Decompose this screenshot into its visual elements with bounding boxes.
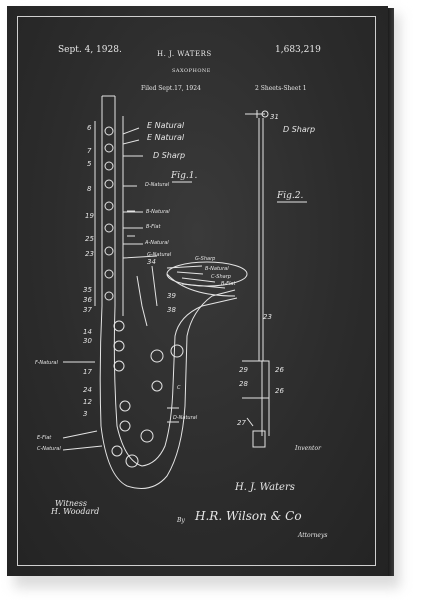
patent-date: Sept. 4, 1928.: [58, 45, 122, 55]
callout-8: 8: [87, 185, 92, 193]
callout-37: 37: [83, 306, 92, 314]
border-frame: [17, 16, 376, 566]
callout-7: 7: [87, 147, 92, 155]
sheet-count: 2 Sheets-Sheet 1: [255, 85, 307, 92]
patent-title: SAXOPHONE: [172, 68, 211, 74]
callout-28: 28: [239, 380, 248, 388]
callout-26-b: 26: [275, 387, 284, 395]
label-c: C: [177, 385, 181, 391]
callout-12: 12: [83, 398, 92, 406]
callout-17: 17: [83, 368, 92, 376]
callout-39: 39: [167, 292, 176, 300]
callout-6: 6: [87, 124, 92, 132]
callout-31: 31: [270, 113, 279, 121]
label-e-natural-1: E Natural: [147, 121, 185, 130]
witness-label: Witness: [55, 499, 87, 508]
label-d-natural-low: D-Natural: [173, 415, 198, 421]
label-b-flat: B-Flat: [146, 224, 161, 230]
callout-38: 38: [167, 306, 176, 314]
label-d-sharp: D Sharp: [153, 151, 186, 160]
label-b-natural-bell: B-Natural: [205, 266, 229, 272]
sax-body-right: [113, 96, 238, 467]
filed-date: Filed Sept.17, 1924: [141, 85, 201, 92]
label-e-flat: E-Flat: [37, 435, 52, 441]
fig2-rod: [258, 118, 264, 361]
callout-36: 36: [83, 296, 92, 304]
fig1-title: Fig.1.: [171, 171, 198, 181]
callout-27: 27: [237, 419, 246, 427]
patent-canvas-print: Sept. 4, 1928. H. J. WATERS 1,683,219 SA…: [7, 6, 388, 576]
label-f-natural: F-Natural: [35, 360, 58, 366]
inventor-signature: H. J. Waters: [235, 482, 295, 493]
label-g-natural: G-Natural: [147, 252, 172, 258]
callout-5: 5: [87, 160, 92, 168]
callout-24: 24: [83, 386, 92, 394]
label-a-natural: A-Natural: [145, 240, 169, 246]
callout-23-fig2: 23: [263, 313, 272, 321]
label-b-natural: B-Natural: [146, 209, 170, 215]
key-stack: [104, 126, 184, 468]
callout-23: 23: [85, 250, 94, 258]
fig2-title: Fig.2.: [277, 191, 304, 201]
label-d-natural: D-Natural: [145, 182, 170, 188]
callout-3: 3: [83, 410, 87, 418]
label-e-natural-2: E Natural: [147, 133, 185, 142]
label-d-sharp-fig2: D Sharp: [283, 125, 316, 134]
label-g-sharp: G-Sharp: [195, 256, 216, 262]
fig2-foot: [252, 430, 266, 448]
callout-35: 35: [83, 286, 92, 294]
callout-14: 14: [83, 328, 92, 336]
label-c-natural-low: C-Natural: [37, 446, 61, 452]
saxophone-drawing: 6 7 5 8 19 25 23 35 36 37 14 30 17 24 12…: [62, 95, 307, 489]
inventor-name: H. J. WATERS: [157, 50, 212, 58]
callout-29: 29: [239, 366, 248, 374]
patent-number: 1,683,219: [275, 45, 321, 55]
sax-body-left: [99, 96, 236, 489]
callout-26-a: 26: [275, 366, 284, 374]
label-b-flat-bell: B-Flat: [221, 281, 236, 287]
by-label: By: [177, 517, 185, 524]
canvas-edge: [388, 8, 394, 576]
inventor-label: Inventor: [295, 445, 321, 452]
attorneys-label: Attorneys: [298, 532, 328, 539]
callout-19: 19: [85, 212, 94, 220]
witness-signature: H. Woodard: [51, 507, 100, 516]
callout-25: 25: [85, 235, 94, 243]
callout-30: 30: [83, 337, 92, 345]
label-c-sharp: C-Sharp: [211, 274, 231, 280]
callout-34: 34: [147, 258, 156, 266]
attorney-signature: H.R. Wilson & Co: [195, 509, 302, 523]
